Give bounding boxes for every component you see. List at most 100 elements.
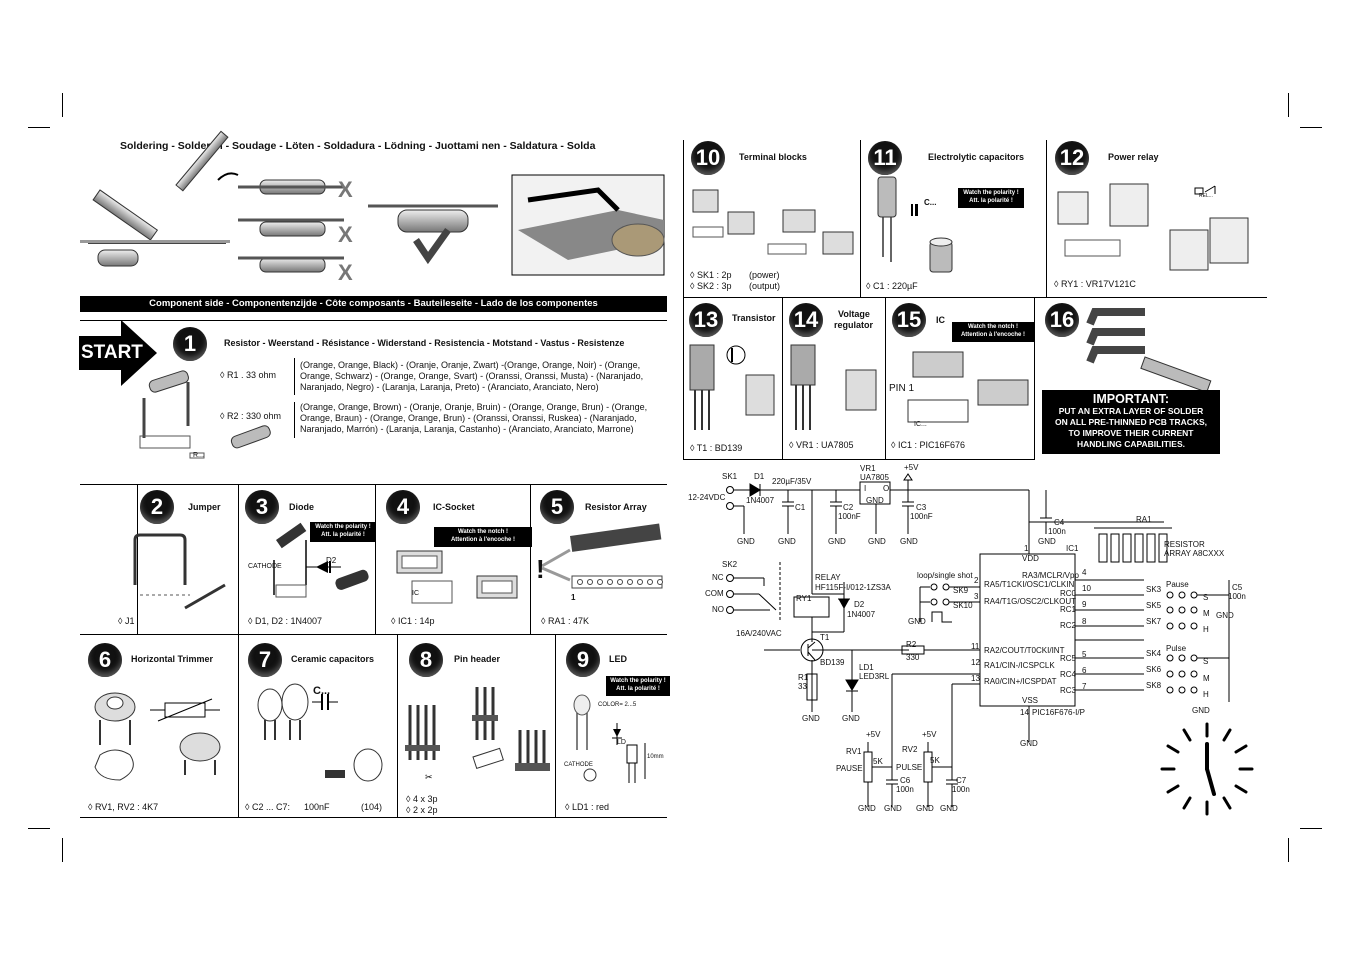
- r1-label: ◊ R1 . 33 ohm: [220, 370, 276, 380]
- sch-label: NC: [712, 573, 724, 582]
- sch-label: COM: [705, 589, 724, 598]
- sch-label: +5V: [866, 730, 881, 739]
- step-title: LED: [609, 654, 627, 664]
- polarity-badge: Watch the polarity !Att. la polarité !: [606, 676, 670, 696]
- crop-mark: [28, 828, 50, 829]
- resistor-illustration: [139, 370, 271, 459]
- sch-label: GND: [1216, 611, 1234, 620]
- sch-label: PAUSE: [836, 764, 863, 773]
- pin-num: 12: [971, 658, 980, 667]
- divider: [238, 484, 239, 634]
- svg-text:X: X: [338, 177, 353, 202]
- divider: [683, 297, 684, 460]
- important-line: HANDLING CAPABILITIES.: [1077, 439, 1185, 449]
- step-title: Pin header: [454, 654, 501, 664]
- sch-label: C6: [900, 776, 911, 785]
- sch-label: loop/single shot: [917, 571, 973, 580]
- sch-label: VSS: [1022, 696, 1039, 705]
- divider: [530, 484, 531, 634]
- sch-label: SK7: [1146, 617, 1162, 626]
- sch-label: +5V: [904, 463, 919, 472]
- sch-label: 12-24VDC: [688, 493, 726, 502]
- relay-mark: REL...: [1199, 193, 1213, 199]
- pin-header-illustration: ✂: [405, 687, 550, 782]
- sch-label: LD1: [859, 663, 874, 672]
- sch-label: I: [864, 484, 867, 493]
- sch-label: +5V: [922, 730, 937, 739]
- sch-label: GND: [828, 537, 846, 546]
- sch-label: GND: [778, 537, 796, 546]
- step-title: Electrolytic capacitors: [928, 152, 1025, 162]
- terminal-block-illustration: [692, 189, 854, 255]
- ic-pin-label: RC0: [1060, 589, 1077, 598]
- step-number: 6: [88, 643, 122, 677]
- cap-mark: C...: [313, 685, 331, 697]
- ic-illustration: [907, 351, 1029, 423]
- crop-mark: [1288, 93, 1289, 117]
- jumper-illustration: [133, 533, 226, 610]
- sch-label: 16A/240VAC: [736, 629, 782, 638]
- step-number: 15: [892, 303, 926, 337]
- ic-pin-label: RA4/T1G/OSC2/CLKOUT: [984, 597, 1077, 606]
- crop-mark: [1300, 127, 1322, 128]
- sch-label: S: [1203, 593, 1209, 602]
- sch-label: 5K: [873, 757, 883, 766]
- polarity-badge: Watch the polarity !Att. la polarité !: [310, 522, 376, 542]
- pin-num: 9: [1082, 600, 1087, 609]
- item-note: (power): [749, 270, 780, 280]
- pin-num: 5: [1082, 650, 1087, 659]
- pin-num: 4: [1082, 568, 1087, 577]
- crop-mark: [1300, 828, 1322, 829]
- step-title: Resistor Array: [585, 502, 647, 512]
- sch-label: RA1: [1136, 515, 1152, 524]
- sch-label: 33: [798, 682, 807, 691]
- ic-label: IC...: [914, 421, 927, 428]
- regulator-illustration: [790, 344, 877, 430]
- sch-label: SK10: [953, 601, 973, 610]
- r2-colors: (Orange, Orange, Brown) - (Oranje, Oranj…: [300, 402, 648, 434]
- pin-num: 6: [1082, 666, 1087, 675]
- sch-label: C4: [1054, 518, 1065, 527]
- divider: [1046, 140, 1047, 297]
- pin-num: 11: [971, 642, 980, 651]
- electrolytic-illustration: [877, 176, 953, 273]
- step-number: 10: [691, 141, 725, 175]
- item-label: ◊ VR1 : UA7805: [789, 440, 854, 450]
- divider: [885, 297, 886, 460]
- sch-label: 100n: [896, 785, 914, 794]
- component-side-bar: Component side - Componentenzijde - Côte…: [80, 296, 667, 312]
- step-number: 8: [409, 643, 443, 677]
- crop-mark: [62, 838, 63, 862]
- sch-label: S: [1203, 657, 1209, 666]
- sch-label: C7: [956, 776, 967, 785]
- item-label: ◊ RV1, RV2 : 4K7: [88, 802, 159, 812]
- step-number: 12: [1055, 141, 1089, 175]
- sch-label: GND: [1038, 537, 1056, 546]
- d2-label: D2: [326, 556, 337, 565]
- important-notice: IMPORTANT: PUT AN EXTRA LAYER OF SOLDER …: [1042, 390, 1220, 454]
- sch-label: 1N4007: [746, 496, 775, 505]
- item-label: ◊ LD1 : red: [565, 802, 609, 812]
- sch-label: 1N4007: [847, 610, 876, 619]
- sch-label: SK8: [1146, 681, 1162, 690]
- cathode-label: CATHODE: [248, 563, 282, 570]
- pin-num: 3: [974, 592, 979, 601]
- sch-label: GND: [858, 804, 876, 813]
- important-line: PUT AN EXTRA LAYER OF SOLDER: [1058, 406, 1204, 416]
- sch-label: 100n: [952, 785, 970, 794]
- important-line: TO IMPROVE THEIR CURRENT: [1068, 428, 1194, 438]
- start-arrow: [79, 320, 157, 386]
- sch-label: D2: [854, 600, 865, 609]
- ic-label: IC: [412, 590, 419, 597]
- item-label: ◊ C2 ... C7:: [245, 802, 290, 812]
- sch-label: GND: [916, 804, 934, 813]
- ld-label: LD: [617, 739, 626, 746]
- item-label: ◊ SK1 : 2p: [690, 270, 732, 280]
- start-label: START: [81, 342, 143, 363]
- sch-label: D1: [754, 472, 765, 481]
- divider: [137, 484, 138, 634]
- step-title: Voltage: [838, 309, 870, 319]
- item-label: ◊ SK2 : 3p: [690, 281, 732, 291]
- step-number: 4: [386, 490, 420, 524]
- ic-socket-illustration: [396, 550, 518, 604]
